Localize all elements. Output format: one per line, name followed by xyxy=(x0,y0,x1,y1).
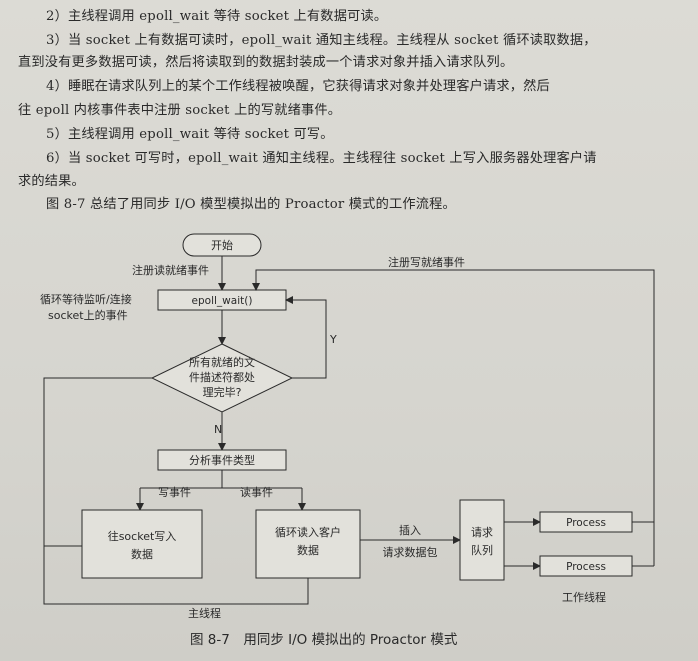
epoll-wait-label: epoll_wait() xyxy=(192,295,253,307)
read-event-label: 读事件 xyxy=(240,485,273,499)
paragraph-line-4: 4）睡眠在请求队列上的某个工作线程被唤醒，它获得请求对象并处理客户请求，然后 xyxy=(46,79,550,94)
register-write-label: 注册写就绪事件 xyxy=(388,255,465,269)
paragraph-line-8: 求的结果。 xyxy=(18,174,85,189)
main-thread-label: 主线程 xyxy=(188,606,221,620)
start-label: 开始 xyxy=(211,238,233,252)
decision-label-1: 所有就绪的文 xyxy=(189,355,255,369)
paragraph-line-6: 5）主线程调用 epoll_wait 等待 socket 可写。 xyxy=(46,127,334,142)
write-box xyxy=(81,509,203,579)
read-box-label-1: 循环读入客户 xyxy=(275,525,341,539)
arrow-yes-loop xyxy=(285,296,327,379)
insert-label-2: 请求数据包 xyxy=(383,545,438,559)
yes-label: Y xyxy=(329,333,337,346)
paragraph-line-3: 直到没有更多数据可读，然后将读取到的数据封装成一个请求对象并插入请求队列。 xyxy=(18,55,514,70)
arrow-register-write xyxy=(252,269,655,523)
figure-caption: 图 8-7 用同步 I/O 模拟出的 Proactor 模式 xyxy=(190,632,458,648)
decision-label-3: 理完毕? xyxy=(203,385,242,399)
write-box-label-2: 数据 xyxy=(131,547,153,561)
worker-threads-label: 工作线程 xyxy=(562,590,606,604)
write-event-label: 写事件 xyxy=(158,486,191,499)
process-label-2: Process xyxy=(566,561,606,573)
process-label-1: Process xyxy=(566,517,606,529)
paragraph-line-7: 6）当 socket 可写时，epoll_wait 通知主线程。主线程往 soc… xyxy=(46,151,597,166)
register-read-label: 注册读就绪事件 xyxy=(132,263,209,277)
paragraph-line-9: 图 8-7 总结了用同步 I/O 模型模拟出的 Proactor 模式的工作流程… xyxy=(46,197,456,212)
insert-label-1: 插入 xyxy=(399,523,421,537)
paragraph-line-2: 3）当 socket 上有数据可读时，epoll_wait 通知主线程。主线程从… xyxy=(46,33,597,48)
queue-box xyxy=(459,499,505,581)
main-thread-loop xyxy=(43,546,309,605)
queue-label-2: 队列 xyxy=(471,543,493,557)
loop-wait-label-2: socket上的事件 xyxy=(48,308,128,322)
decision-label-2: 件描述符都处 xyxy=(189,370,255,384)
read-box-label-2: 数据 xyxy=(297,543,319,557)
left-loop xyxy=(43,377,152,547)
write-box-label-1: 往socket写入 xyxy=(108,529,177,543)
no-label: N xyxy=(214,423,222,436)
paragraph-line-1: 2）主线程调用 epoll_wait 等待 socket 上有数据可读。 xyxy=(46,9,388,24)
loop-wait-label-1: 循环等待监听/连接 xyxy=(40,292,132,306)
queue-label-1: 请求 xyxy=(471,526,493,539)
analyze-label: 分析事件类型 xyxy=(189,453,255,467)
paragraph-line-5: 往 epoll 内核事件表中注册 socket 上的写就绪事件。 xyxy=(18,103,342,118)
